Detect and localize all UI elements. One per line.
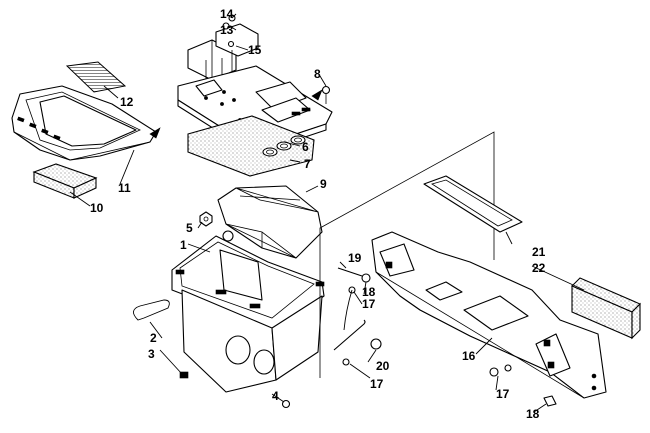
part-1-airbox (171, 230, 325, 393)
part-16-intake-duct (371, 231, 607, 399)
callout-19: 19 (348, 251, 362, 265)
leader-lines (69, 13, 585, 413)
part-9-cover (217, 185, 323, 259)
part-22-filter (571, 277, 641, 340)
callout-10: 10 (90, 201, 104, 215)
part-3-plug (179, 371, 189, 379)
part-4-drain (281, 399, 291, 409)
part-19-tube (337, 267, 363, 277)
part-10-foam (32, 163, 98, 199)
part-7-foam-pad (187, 115, 315, 177)
callout-5: 5 (186, 221, 193, 235)
part-2-clip (133, 299, 170, 321)
callout-17-right: 17 (496, 387, 510, 401)
callout-14: 14 (220, 7, 234, 21)
callout-18-lower: 18 (526, 407, 540, 421)
callout-22: 22 (532, 261, 546, 275)
part-11-lid (11, 85, 161, 161)
subassembly-bracket (319, 131, 495, 378)
callout-7: 7 (304, 157, 311, 171)
callout-4: 4 (272, 389, 279, 403)
callout-17-upper: 17 (362, 297, 376, 311)
part-5-bolt (199, 211, 213, 227)
callout-13: 13 (220, 23, 234, 37)
callout-2: 2 (150, 331, 157, 345)
callout-17-lower: 17 (370, 377, 384, 391)
callout-20: 20 (376, 359, 390, 373)
callout-11: 11 (118, 181, 131, 195)
callout-9: 9 (320, 177, 327, 191)
callout-6: 6 (302, 140, 309, 154)
part-8-screw (321, 85, 331, 104)
callout-15: 15 (248, 43, 262, 57)
callout-18-upper: 18 (362, 285, 376, 299)
callout-12: 12 (120, 95, 134, 109)
part-21-gasket (423, 175, 523, 233)
callout-21: 21 (532, 245, 546, 259)
parts-13-15-hardware (187, 14, 259, 106)
callout-3: 3 (148, 347, 155, 361)
part-12-grille (65, 61, 127, 93)
callout-8: 8 (314, 67, 321, 81)
callout-16: 16 (462, 349, 476, 363)
callout-labels: 1 2 3 4 5 6 7 8 9 10 11 12 13 14 15 16 1… (90, 7, 546, 421)
callout-1: 1 (180, 238, 187, 252)
